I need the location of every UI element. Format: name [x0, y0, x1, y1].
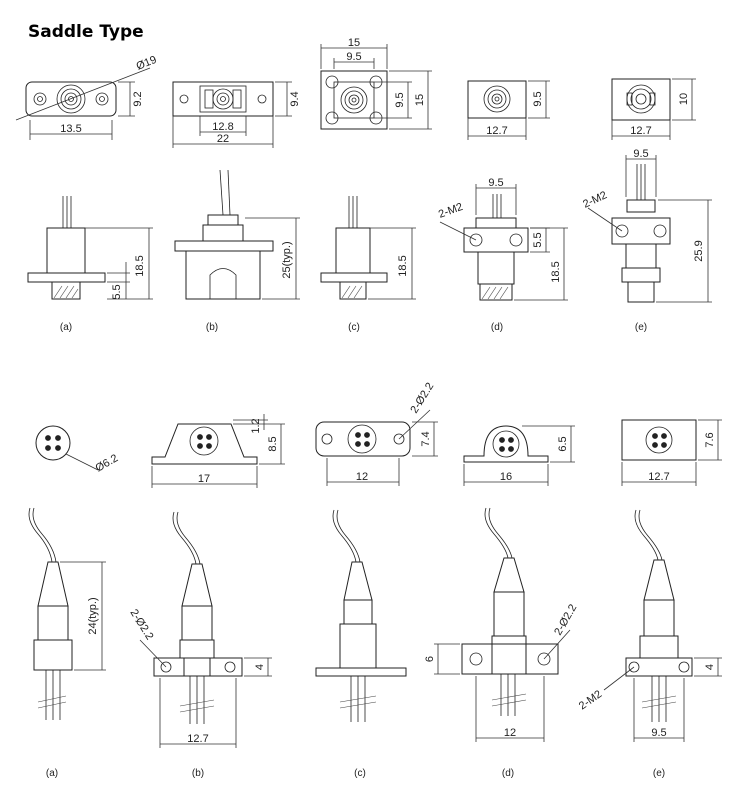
dim-width: 9.5	[633, 148, 648, 160]
bottom-side-view-e: 9.5 4 2-M2	[577, 509, 722, 742]
dim-screw: 2-M2	[581, 189, 609, 210]
dim-width: 12	[504, 727, 516, 739]
dim-width: 9.5	[651, 727, 666, 739]
caption-top-b: (b)	[206, 322, 218, 333]
dim-width: 12.7	[630, 125, 651, 137]
caption-bottom-c: (c)	[354, 768, 366, 779]
dim-width: 12.7	[187, 733, 208, 745]
caption-bottom-e: (e)	[653, 768, 665, 779]
dim-hole: 2-Ø2.2	[552, 602, 579, 637]
dim-width: 13.5	[60, 123, 81, 135]
dim-flange: 5.5	[532, 232, 544, 247]
top-view-d: 9.5 12.7	[467, 80, 550, 140]
dim-hole: 2-Ø2.2	[127, 607, 155, 642]
diagram-title: Saddle Type	[28, 22, 144, 42]
dim-height: 7.4	[420, 431, 432, 446]
caption-bottom-d: (d)	[502, 768, 514, 779]
dim-height: 6.5	[557, 436, 569, 451]
dim-height: 18.5	[134, 255, 146, 276]
bottom-side-view-a: 24(typ.)	[28, 507, 106, 720]
dim-height: 4	[704, 664, 716, 670]
dim-height: 9.4	[289, 91, 301, 106]
bottom-side-view-b: 12.7 4 2-Ø2.2	[127, 511, 272, 748]
caption-bottom-a: (a)	[46, 768, 58, 779]
dim-height: 7.6	[704, 432, 716, 447]
dim-inner-height: 9.5	[394, 92, 406, 107]
side-view-d: 9.5 2-M2 5.5 18.5	[437, 177, 568, 301]
dim-height: 25(typ.)	[281, 241, 293, 278]
caption-top-d: (d)	[491, 322, 503, 333]
dim-flange: 5.5	[111, 284, 123, 299]
dim-width: 17	[198, 473, 210, 485]
caption-bottom-b: (b)	[192, 768, 204, 779]
dim-height: 4	[254, 664, 266, 670]
dim-height: 18.5	[550, 261, 562, 282]
dim-screw: 2-M2	[437, 201, 465, 221]
dim-width: 12	[356, 471, 368, 483]
caption-top-a: (a)	[60, 322, 72, 333]
side-view-b: 25(typ.)	[174, 169, 300, 300]
dim-height: 24(typ.)	[87, 597, 99, 634]
dim-height: 9.5	[532, 91, 544, 106]
dim-height: 9.2	[132, 91, 144, 106]
bottom-side-view-c	[315, 509, 407, 722]
top-view-b: 9.4 12.8 22	[172, 81, 301, 148]
bottom-side-view-d: 12 6 2-Ø2.2	[424, 507, 579, 742]
dim-height: 25.9	[693, 240, 705, 261]
dim-diameter: Ø6.2	[94, 452, 121, 474]
dim-inner-width: 9.5	[346, 51, 361, 63]
top-view-a: Ø19 9.2 13.5	[15, 54, 159, 140]
bottom-top-view-b: 17 1.2 8.5	[151, 414, 285, 488]
dim-width: 22	[217, 133, 229, 145]
dim-width: 9.5	[488, 177, 503, 189]
bottom-top-view-c: 12 7.4 2-Ø2.2	[315, 381, 438, 486]
side-view-e: 9.5 2-M2 25.9	[581, 148, 712, 303]
dim-hole: 2-Ø2.2	[408, 381, 436, 416]
dim-outer-height: 15	[414, 94, 426, 106]
dim-width: 16	[500, 471, 512, 483]
dim-height: 8.5	[267, 436, 279, 451]
dim-outer-width: 15	[348, 37, 360, 49]
top-view-c: 15 9.5 9.5 15	[320, 37, 432, 130]
dim-inner-width: 12.8	[212, 121, 233, 133]
dim-height: 10	[678, 93, 690, 105]
caption-top-e: (e)	[635, 322, 647, 333]
dim-top: 1.2	[250, 418, 262, 433]
top-view-e: 10 12.7	[611, 78, 696, 140]
dim-width: 12.7	[486, 125, 507, 137]
dim-screw: 2-M2	[577, 688, 604, 712]
caption-top-c: (c)	[348, 322, 360, 333]
dim-height: 18.5	[397, 255, 409, 276]
side-view-c: 18.5	[320, 196, 416, 300]
side-view-a: 18.5 5.5	[27, 196, 153, 300]
dim-height: 6	[424, 656, 436, 662]
bottom-top-view-d: 16 6.5	[463, 425, 575, 486]
dim-width: 12.7	[648, 471, 669, 483]
bottom-top-view-e: 12.7 7.6	[621, 419, 722, 486]
dim-diameter: Ø19	[135, 54, 159, 73]
bottom-top-view-a: Ø6.2	[35, 425, 121, 475]
